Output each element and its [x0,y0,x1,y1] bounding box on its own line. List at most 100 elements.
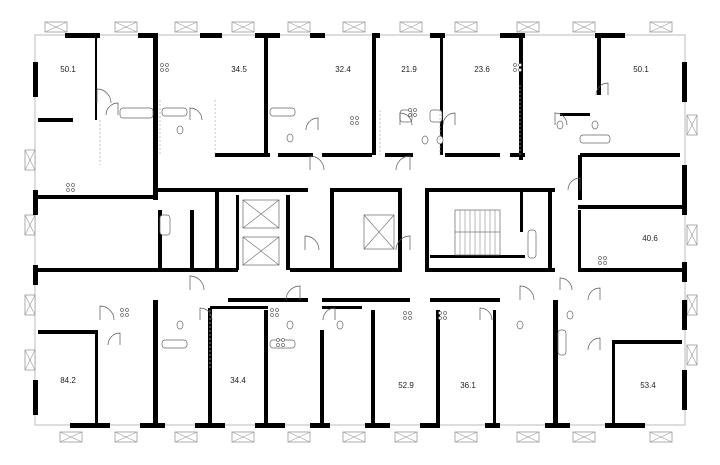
bathtub [269,107,296,117]
stove-icon [270,308,279,317]
wall [158,188,308,192]
wall [195,423,225,428]
window [649,431,673,443]
window [24,294,36,316]
wall [578,210,581,268]
window [231,21,255,33]
window [394,431,418,443]
wall [445,153,500,157]
wall [612,340,615,425]
wall [519,35,523,160]
window [287,431,311,443]
stove-icon [438,311,447,320]
wall [33,380,38,415]
stove-icon [598,256,607,265]
toilet [286,133,294,143]
door-swing [305,117,319,131]
door-swing [442,112,456,126]
doors [96,82,609,351]
stove-icon [66,183,75,192]
door-swing [322,307,336,321]
apartment-area-label: 52.9 [398,381,414,390]
wall [682,62,687,102]
apartment-area-label: 50.1 [60,65,76,74]
wall [215,192,219,268]
window [686,224,698,246]
wall [385,153,413,157]
wall [322,306,362,309]
apartment-area-label: 50.1 [633,65,649,74]
window [287,21,311,33]
toilet [516,320,524,330]
door-swing [99,305,115,321]
wall [682,300,687,330]
window [24,214,36,236]
wall [153,35,158,200]
apartment-area-label: 34.4 [230,376,246,385]
wall [138,33,158,38]
stair-outline [454,209,501,256]
wall [264,35,268,155]
wall [330,268,402,272]
wall [70,423,110,428]
wall [430,33,445,38]
window [399,21,423,33]
door-swing [96,88,112,104]
wall [578,205,683,209]
window [59,431,83,443]
toilet [591,120,599,130]
window [686,344,698,366]
door-swing [285,285,301,301]
toilet [336,320,344,330]
door-swing [105,102,119,116]
apartment-area-label: 36.1 [460,381,476,390]
wall [310,33,325,38]
walls [33,33,687,428]
wall [140,423,165,428]
bathtub [161,107,188,117]
door-swing [595,82,609,96]
wall [440,35,443,155]
wall [425,192,429,270]
wall [425,268,555,272]
wall [597,35,601,95]
wall [322,153,372,157]
stove-icon [160,63,169,72]
wall [485,423,500,428]
window [572,431,596,443]
door-swing [189,107,203,121]
door-swing [587,337,601,351]
window [174,431,198,443]
exterior-outline [34,34,686,426]
door-swing [309,155,325,171]
wall [158,268,238,272]
wall [286,195,290,270]
toilet [176,125,184,135]
stove-icon [403,311,412,320]
window [342,431,366,443]
wall [290,268,330,272]
fixtures [66,63,611,370]
wall [520,192,523,232]
wall [578,268,683,272]
wall [38,330,98,334]
toilet [556,120,564,130]
wall [425,188,555,192]
window [516,21,540,33]
wall [330,188,402,192]
wall [612,340,682,344]
bathtub [161,339,188,349]
bathtub [579,134,611,144]
door-swing [199,307,213,321]
bathtub [429,109,443,123]
wall [560,113,590,116]
door-swing [189,275,205,291]
wall [430,255,525,258]
wall [420,423,440,428]
bathtub [527,229,537,259]
door-swing [587,287,601,301]
bathtub [159,214,171,236]
apartment-area-label: 34.5 [231,65,247,74]
window [114,21,138,33]
